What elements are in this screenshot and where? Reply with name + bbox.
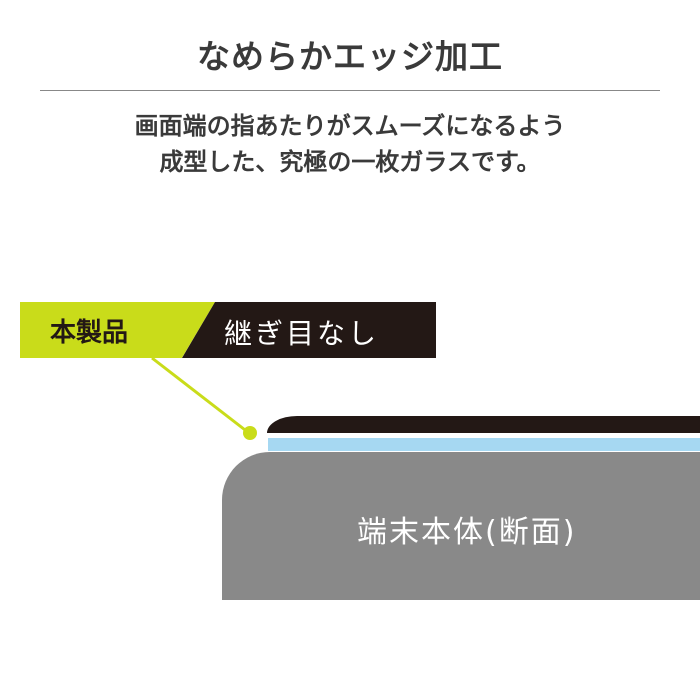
leader-line-stroke — [151, 356, 250, 435]
film-layer — [268, 438, 700, 451]
product-label-text: 本製品 — [50, 318, 129, 348]
leader-dot — [243, 426, 257, 440]
seamless-label-text: 継ぎ目なし — [224, 317, 380, 350]
product-label: 本製品 — [20, 302, 215, 358]
device-label: 端末本体(断面) — [357, 515, 577, 550]
subtitle-line-2: 成型した、究極の一枚ガラスです。 — [159, 148, 541, 176]
glass-layer — [267, 416, 700, 433]
device-body: 端末本体(断面) — [222, 452, 700, 600]
page-title: なめらかエッジ加工 — [197, 37, 503, 76]
subtitle: 画面端の指あたりがスムーズになるよう 成型した、究極の一枚ガラスです。 — [0, 108, 700, 180]
seamless-label: 継ぎ目なし — [182, 302, 436, 358]
subtitle-line-1: 画面端の指あたりがスムーズになるよう — [134, 112, 566, 140]
divider — [40, 90, 660, 91]
